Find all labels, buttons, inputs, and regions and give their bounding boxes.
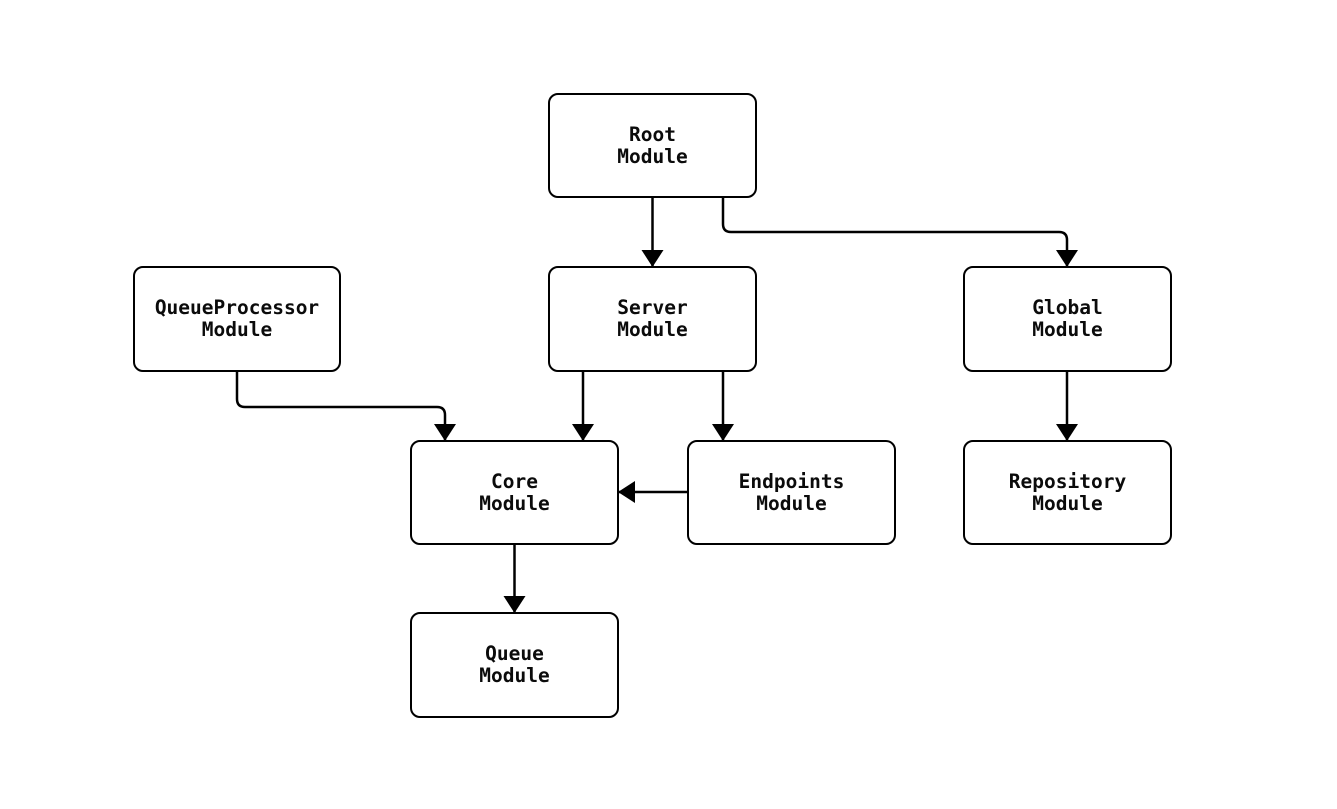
edge-queueprocessor-to-core xyxy=(235,372,456,441)
node-global-module: Global Module xyxy=(963,266,1172,372)
node-queue-module: Queue Module xyxy=(410,612,619,718)
node-label: Root Module xyxy=(617,122,688,168)
edge-root-to-global xyxy=(721,198,1078,267)
node-repository-module: Repository Module xyxy=(963,440,1172,545)
node-label: Core Module xyxy=(479,469,550,515)
node-label: Server Module xyxy=(617,296,688,341)
node-label: QueueProcessor Module xyxy=(154,296,320,341)
node-core-module: Core Module xyxy=(410,440,619,545)
node-server-module: Server Module xyxy=(548,266,757,372)
node-label: Global Module xyxy=(1032,296,1103,341)
node-label: Endpoints Module xyxy=(738,469,845,515)
node-root-module: Root Module xyxy=(548,93,757,198)
edge-group xyxy=(235,198,1078,613)
node-label: Repository Module xyxy=(1008,469,1127,515)
node-label: Queue Module xyxy=(479,642,550,687)
node-endpoints-module: Endpoints Module xyxy=(687,440,896,545)
node-queueprocessor-module: QueueProcessor Module xyxy=(133,266,341,372)
